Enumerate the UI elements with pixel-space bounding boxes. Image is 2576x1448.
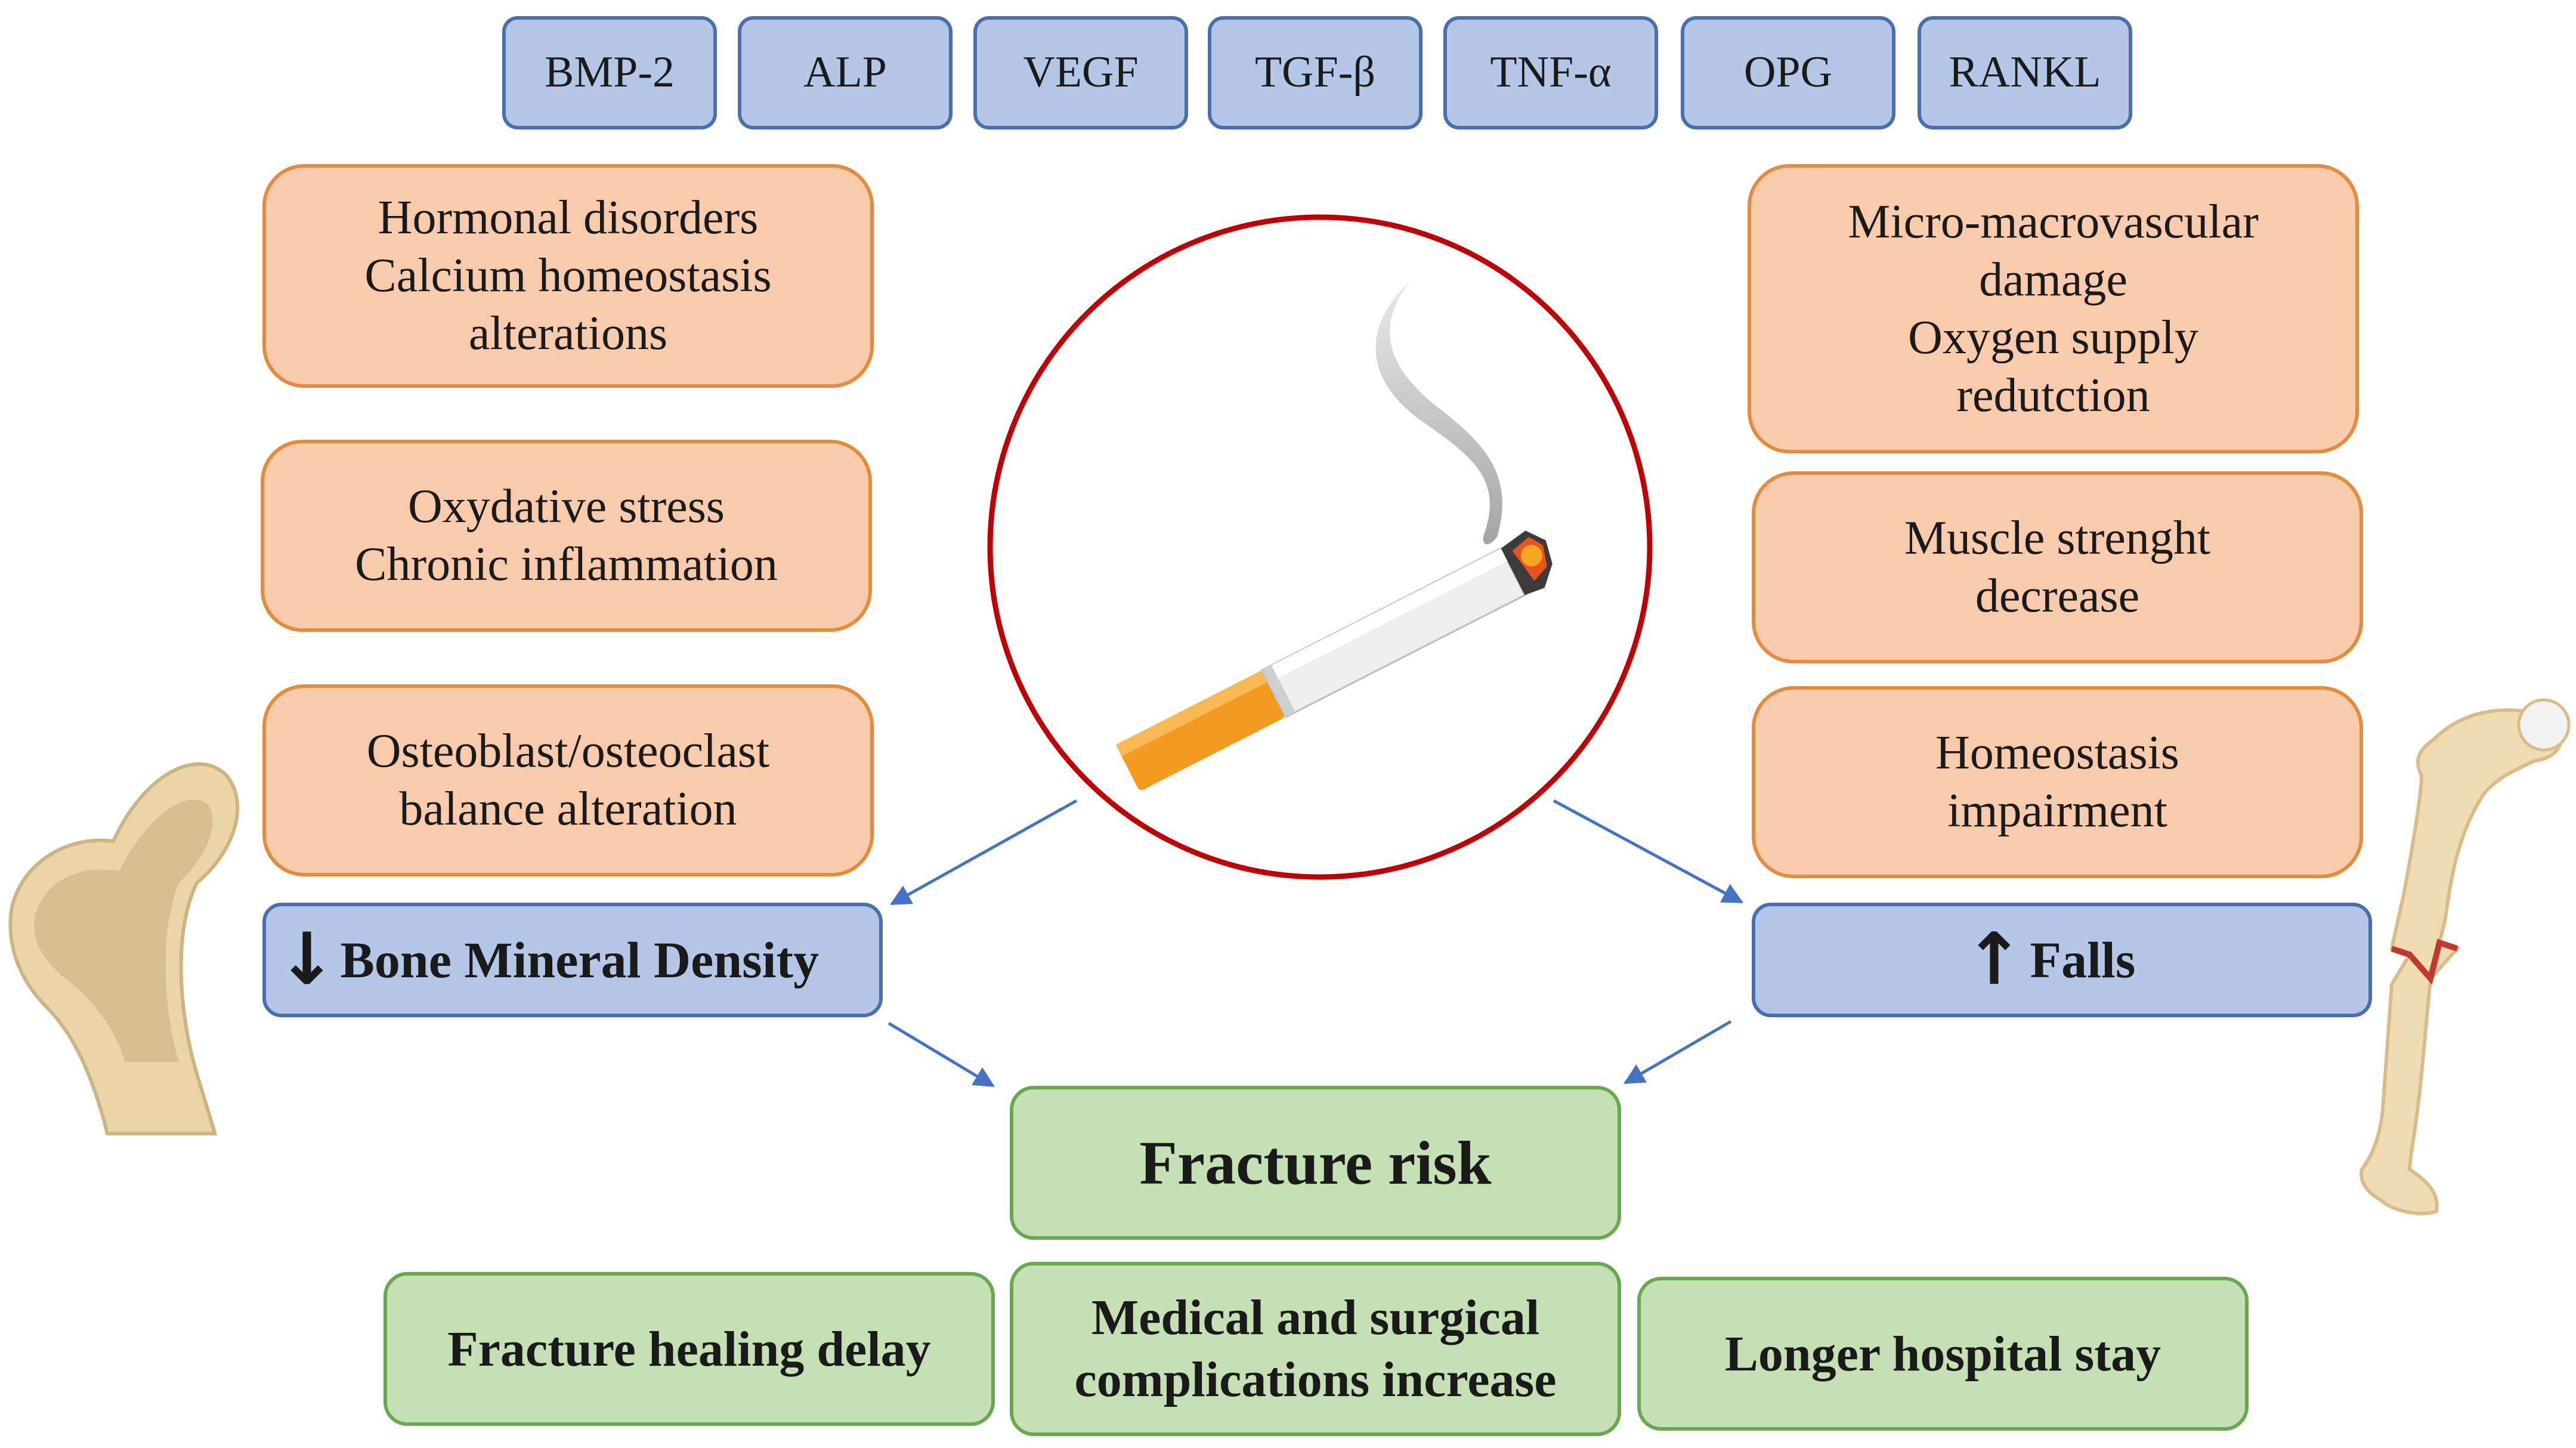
right-factor-homeostasis: Homeostasis impairment (1752, 686, 2363, 878)
falls-label: Falls (2030, 931, 2136, 989)
marker-alp: ALP (738, 16, 953, 129)
falls-box: ↑ Falls (1752, 903, 2372, 1017)
arrow-bmd-to-fracture (887, 1021, 995, 1088)
bmd-label: Bone Mineral Density (340, 931, 820, 989)
marker-tnf-alpha: TNF-α (1443, 16, 1658, 129)
arrow-to-falls (1553, 799, 1744, 904)
fractured-femur-icon (2359, 698, 2571, 1215)
up-arrow-icon: ↑ (1964, 918, 2024, 1001)
outcome-hospital-stay: Longer hospital stay (1637, 1277, 2249, 1431)
left-factor-oxidative: Oxydative stress Chronic inflammation (261, 440, 872, 632)
marker-vegf: VEGF (973, 16, 1188, 129)
outcome-healing-delay: Fracture healing delay (384, 1272, 995, 1426)
marker-bmp2: BMP-2 (502, 16, 717, 129)
left-factor-osteoblast: Osteoblast/osteoclast balance alteration (262, 684, 874, 876)
down-arrow-icon: ↓ (277, 918, 337, 1001)
arrow-to-bmd (889, 799, 1078, 906)
outcome-complications: Medical and surgical complications incre… (1010, 1262, 1621, 1436)
fracture-risk-label: Fracture risk (1139, 1128, 1492, 1197)
right-factor-muscle: Muscle strenght decrease (1752, 471, 2363, 663)
marker-tgf-beta: TGF-β (1208, 16, 1422, 129)
right-factor-vascular: Micro-macrovascular damage Oxygen supply… (1748, 164, 2359, 453)
femur-head-icon (8, 762, 240, 1135)
smoke-icon (1375, 280, 1502, 545)
cigarette-circle (987, 214, 1653, 880)
cigarette-icon (1115, 530, 1553, 790)
arrow-falls-to-fracture (1623, 1020, 1732, 1085)
marker-opg: OPG (1681, 16, 1895, 129)
left-factor-hormonal: Hormonal disorders Calcium homeostasis a… (262, 164, 874, 388)
fracture-risk-box: Fracture risk (1010, 1086, 1621, 1240)
bone-mineral-density-box: ↓ Bone Mineral Density (262, 903, 883, 1017)
marker-rankl: RANKL (1918, 16, 2132, 129)
